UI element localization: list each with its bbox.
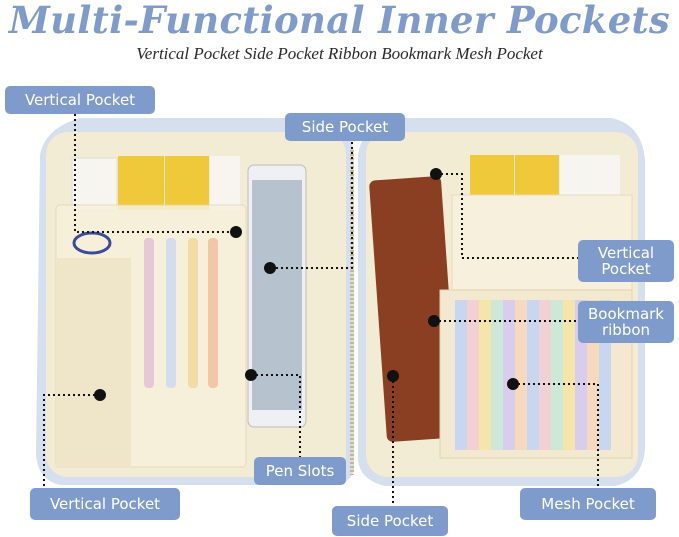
label-vertical-pocket-bottom: Vertical Pocket [30,488,180,520]
label-mesh-pocket: Mesh Pocket [520,488,656,520]
callout-dots [94,168,519,401]
index-card-white [71,157,118,211]
label-vertical-pocket-top: Vertical Pocket [5,86,155,114]
index-card-white-3 [560,155,620,195]
label-bookmark-ribbon-line2: ribbon [601,321,651,339]
callout-lines [43,114,599,507]
label-side-pocket-bottom: Side Pocket [332,506,448,536]
label-pen-slots: Pen Slots [254,457,346,485]
label-vertical-pocket-right: Vertical Pocket [578,240,674,282]
label-bookmark-ribbon-line1: Bookmark [588,304,664,323]
pen-blue [166,238,176,388]
label-side-pocket-top: Side Pocket [285,113,405,141]
index-card-yellow-1 [118,156,164,210]
pen-orange [208,238,218,388]
pen-pink [144,238,154,388]
index-card-yellow-2 [165,156,209,210]
pen-yellow [188,238,198,388]
label-vertical-pocket-right-line1: Vertical [597,243,655,262]
page-title: Multi-Functional Inner Pockets [8,0,671,42]
index-card-yellow-4 [515,155,559,195]
tablet-screen [252,180,302,410]
label-bookmark-ribbon: Bookmark ribbon [578,301,674,343]
index-card-yellow-3 [470,155,514,195]
label-vertical-pocket-right-line2: Pocket [601,260,651,278]
index-card-white-2 [210,156,240,210]
large-vertical-pocket [56,258,131,468]
pastel-notebook [455,300,611,450]
page-subtitle: Vertical Pocket Side Pocket Ribbon Bookm… [136,44,543,63]
